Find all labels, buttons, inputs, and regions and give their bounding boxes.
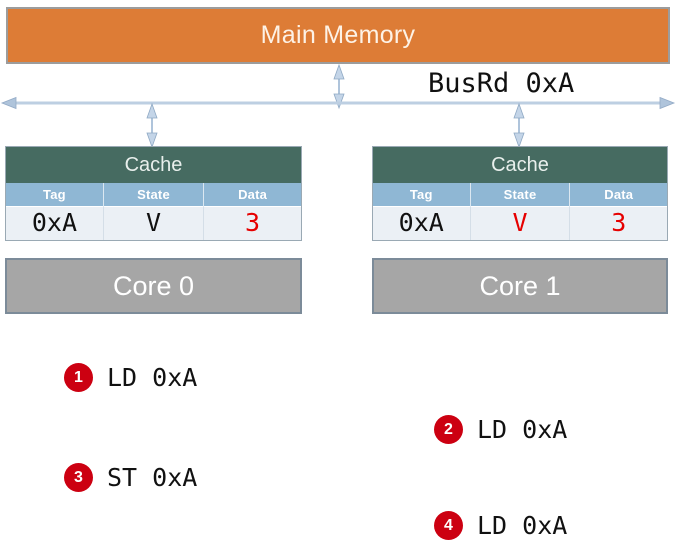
step-text-1: LD 0xA bbox=[107, 363, 198, 392]
bus-lines bbox=[0, 63, 676, 149]
cache-header-row-core-1: Tag State Data bbox=[373, 183, 667, 206]
cache-cell-state-core-1: V bbox=[470, 205, 571, 240]
cache-title-core-0: Cache bbox=[6, 147, 301, 183]
cache-header-data-core-0: Data bbox=[203, 183, 301, 206]
cache-block-core-0: Cache Tag State Data 0xA V 3 bbox=[5, 146, 302, 241]
step-badge-1: 1 bbox=[64, 363, 93, 392]
memory-bus-connector-icon bbox=[333, 63, 345, 110]
core-label-1: Core 1 bbox=[479, 270, 561, 301]
cache-cell-data-core-1: 3 bbox=[569, 205, 667, 240]
cache-cell-data-core-0: 3 bbox=[203, 205, 301, 240]
step-badge-3: 3 bbox=[64, 463, 93, 492]
cache-row-core-1: 0xA V 3 bbox=[373, 205, 667, 240]
cache-header-tag-core-0: Tag bbox=[6, 183, 104, 206]
step-item-3: 3 ST 0xA bbox=[64, 463, 197, 492]
cache-header-state-core-1: State bbox=[470, 183, 571, 206]
bus-message-label: BusRd 0xA bbox=[428, 68, 575, 99]
cache-header-row-core-0: Tag State Data bbox=[6, 183, 301, 206]
cache-cell-tag-core-1: 0xA bbox=[373, 205, 471, 240]
main-memory-label: Main Memory bbox=[260, 21, 416, 49]
step-text-3: ST 0xA bbox=[107, 463, 198, 492]
core-box-0: Core 0 bbox=[5, 258, 302, 314]
step-badge-2: 2 bbox=[434, 415, 463, 444]
cache-table-core-1: Tag State Data 0xA V 3 bbox=[373, 183, 667, 240]
bus-horizontal-line-icon bbox=[0, 96, 676, 110]
step-item-2: 2 LD 0xA bbox=[434, 415, 567, 444]
main-memory-box: Main Memory bbox=[6, 7, 670, 64]
core-box-1: Core 1 bbox=[372, 258, 668, 314]
cache-cell-tag-core-0: 0xA bbox=[6, 205, 104, 240]
cache1-bus-connector-icon bbox=[513, 102, 525, 149]
cache-header-state-core-0: State bbox=[103, 183, 205, 206]
cache-table-core-0: Tag State Data 0xA V 3 bbox=[6, 183, 301, 240]
step-text-4: LD 0xA bbox=[477, 511, 568, 540]
cache-cell-state-core-0: V bbox=[103, 205, 205, 240]
step-text-2: LD 0xA bbox=[477, 415, 568, 444]
cache-header-tag-core-1: Tag bbox=[373, 183, 471, 206]
step-item-4: 4 LD 0xA bbox=[434, 511, 567, 540]
cache-header-data-core-1: Data bbox=[569, 183, 667, 206]
cache-row-core-0: 0xA V 3 bbox=[6, 205, 301, 240]
step-item-1: 1 LD 0xA bbox=[64, 363, 197, 392]
cache-block-core-1: Cache Tag State Data 0xA V 3 bbox=[372, 146, 668, 241]
cache-title-core-1: Cache bbox=[373, 147, 667, 183]
step-badge-4: 4 bbox=[434, 511, 463, 540]
cache0-bus-connector-icon bbox=[146, 102, 158, 149]
core-label-0: Core 0 bbox=[112, 270, 195, 301]
